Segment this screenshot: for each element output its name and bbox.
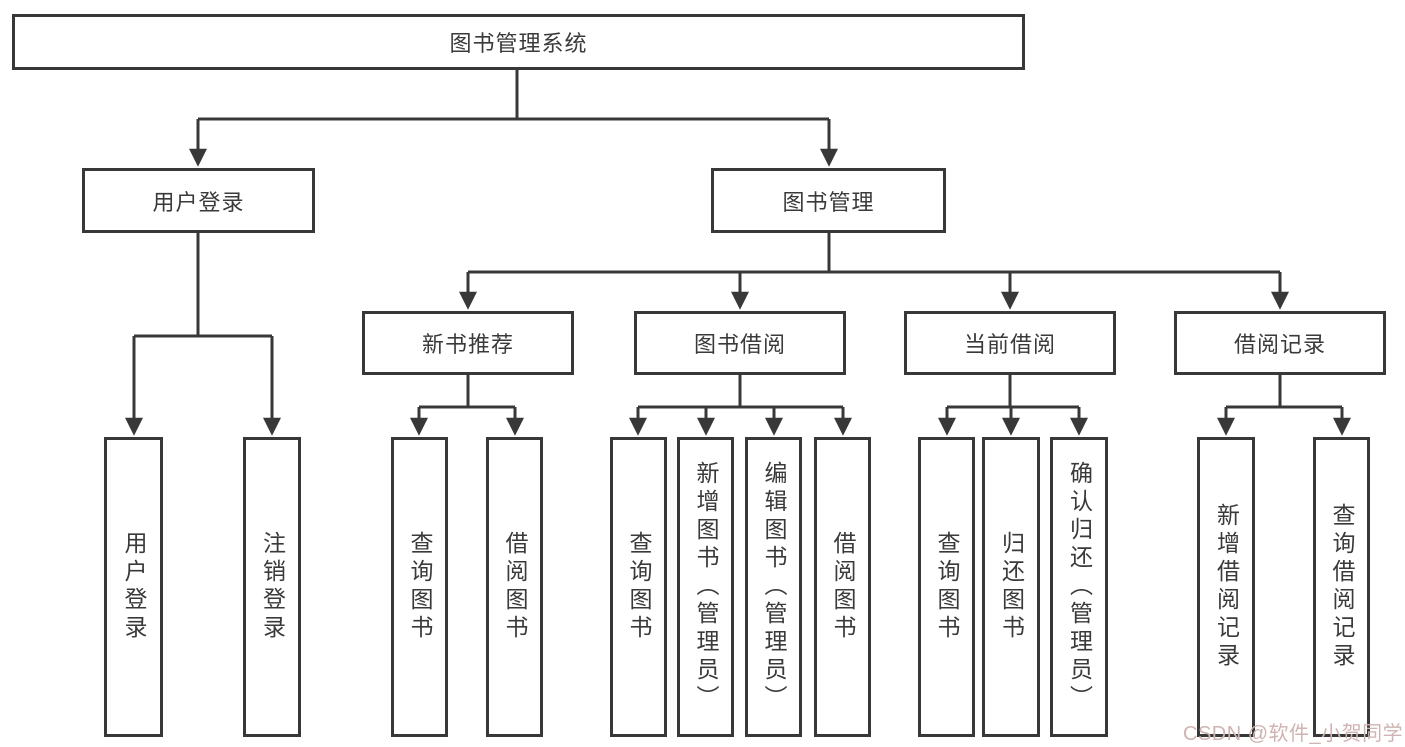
node-label: 新增借阅记录 [1213, 503, 1240, 671]
node-leaf-br-add-record: 新增借阅记录 [1197, 437, 1255, 737]
node-label: 查询借阅记录 [1329, 503, 1355, 671]
node-leaf-logout: 注销登录 [243, 437, 301, 737]
node-leaf-bb-add-books-admin: 新增图书（管理员） [677, 437, 734, 737]
node-leaf-bb-borrow-books: 借阅图书 [814, 437, 871, 737]
node-label: 借阅图书 [830, 531, 856, 643]
node-label: 查询图书 [407, 531, 433, 643]
node-label: 确认归还（管理员） [1066, 461, 1093, 713]
node-new-book-recommend: 新书推荐 [362, 311, 574, 375]
node-label: 用户登录 [121, 531, 147, 643]
node-leaf-cb-confirm-return-admin: 确认归还（管理员） [1050, 437, 1108, 737]
node-label: 编辑图书（管理员） [761, 461, 787, 713]
node-label: 查询图书 [934, 531, 960, 643]
node-leaf-br-query-record: 查询借阅记录 [1313, 437, 1370, 737]
node-leaf-nb-query-books: 查询图书 [391, 437, 448, 737]
node-label: 新增图书（管理员） [693, 461, 719, 713]
node-book-borrowing: 图书借阅 [634, 311, 846, 375]
node-book-management: 图书管理 [711, 168, 946, 233]
node-label: 归还图书 [998, 531, 1025, 643]
node-borrow-records: 借阅记录 [1174, 311, 1386, 375]
node-leaf-nb-borrow-books: 借阅图书 [486, 437, 543, 737]
node-leaf-user-login: 用户登录 [104, 437, 163, 737]
node-label: 借阅图书 [502, 531, 528, 643]
node-current-borrowing: 当前借阅 [904, 311, 1116, 375]
node-leaf-bb-query-books: 查询图书 [610, 437, 667, 737]
node-leaf-cb-query-books: 查询图书 [918, 437, 975, 737]
node-leaf-cb-return-books: 归还图书 [982, 437, 1040, 737]
node-user-login: 用户登录 [82, 168, 315, 233]
node-label: 注销登录 [259, 531, 286, 643]
node-label: 查询图书 [626, 531, 652, 643]
node-leaf-bb-edit-books-admin: 编辑图书（管理员） [745, 437, 802, 737]
node-root-system: 图书管理系统 [12, 14, 1025, 70]
csdn-watermark: CSDN @软件_小贺同学 [1183, 723, 1404, 745]
